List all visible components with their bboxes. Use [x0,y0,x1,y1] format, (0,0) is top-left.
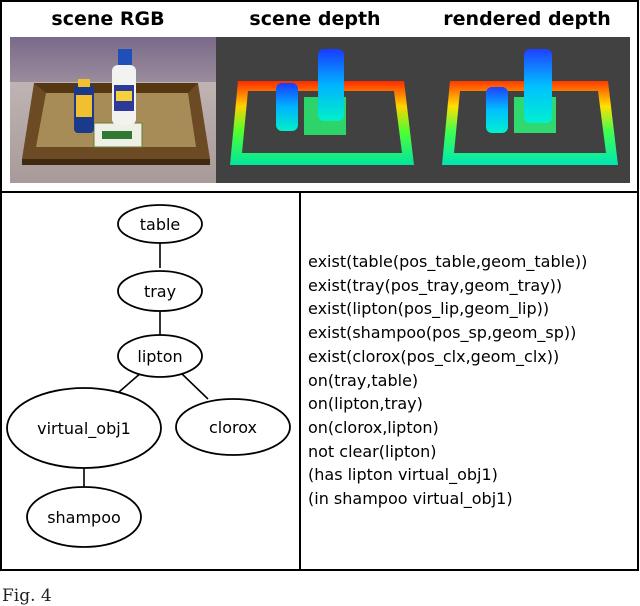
node-label-table: table [140,215,181,234]
node-label-shampoo: shampoo [47,508,121,527]
header-scene-depth: scene depth [249,8,381,30]
fact-line: exist(clorox(pos_clx,geom_clx)) [308,346,560,366]
fact-line: on(clorox,lipton) [308,417,439,437]
fact-line: exist(table(pos_table,geom_table)) [308,252,588,271]
node-label-virtual-obj1: virtual_obj1 [37,419,131,439]
scene-depth-image [216,37,430,183]
node-virtual-obj1 [6,387,162,469]
node-label-clorox: clorox [209,418,257,437]
fact-line: (has lipton virtual_obj1) [308,465,498,485]
node-label-tray: tray [144,282,176,301]
fact-line: (in shampoo virtual_obj1) [308,489,513,509]
edge-lipton-clorox [179,371,209,400]
header-scene-rgb: scene RGB [51,8,165,30]
fact-line: on(lipton,tray) [308,394,423,414]
fact-line: not clear(lipton) [308,441,437,461]
scene-graph: table tray lipton virtual_obj1 clorox sh… [6,204,291,548]
fact-line: exist(tray(pos_tray,geom_tray)) [308,275,563,295]
header-rendered-depth: rendered depth [443,8,611,30]
fact-line: on(tray,table) [308,370,419,390]
node-shampoo [26,486,142,548]
fact-line: exist(lipton(pos_lip,geom_lip)) [308,299,550,319]
node-clorox [175,398,291,456]
node-lipton [117,334,203,378]
fact-line: exist(shampoo(pos_sp,geom_sp)) [308,323,577,343]
figure-caption: Fig. 4 [2,586,52,606]
scene-rgb-image [10,37,216,183]
figure-frame [0,0,639,571]
facts-list: exist(table(pos_table,geom_table)) exist… [308,250,587,511]
node-table [117,204,203,244]
node-label-lipton: lipton [137,347,182,366]
rendered-depth-image [430,37,630,183]
node-tray [117,270,203,312]
